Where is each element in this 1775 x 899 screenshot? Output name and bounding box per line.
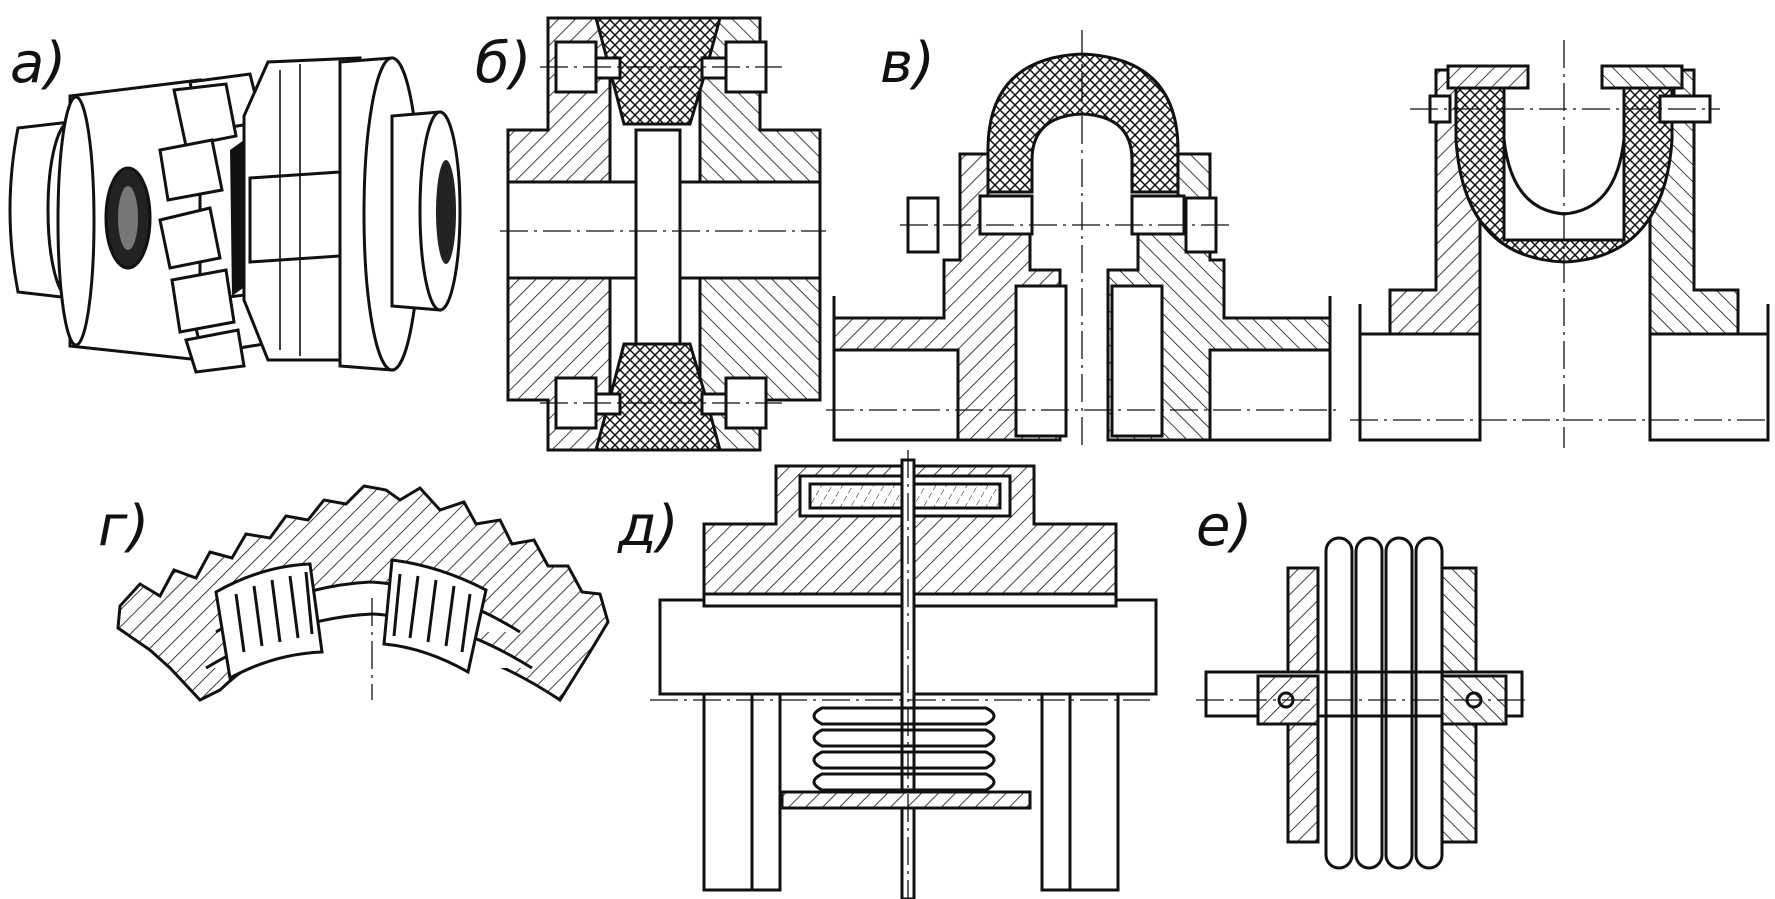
panel-b-bush-coupling: б)	[475, 16, 826, 452]
panel-v-label: в)	[880, 31, 935, 96]
panel-d-diaphragm-coupling: д)	[617, 450, 1158, 899]
panel-v-tire-coupling: в)	[826, 30, 1770, 448]
panel-a-claw-coupling: а)	[8, 31, 462, 374]
panel-e-toroid-coupling: е)	[1196, 494, 1530, 870]
panel-a-label: а)	[10, 31, 66, 96]
panel-e-label: е)	[1196, 494, 1252, 559]
panel-g-label: г)	[98, 494, 149, 559]
panel-b-label: б)	[475, 31, 531, 96]
panel-g-spring-coupling: г)	[98, 484, 610, 703]
panel-d-label: д)	[617, 494, 679, 559]
